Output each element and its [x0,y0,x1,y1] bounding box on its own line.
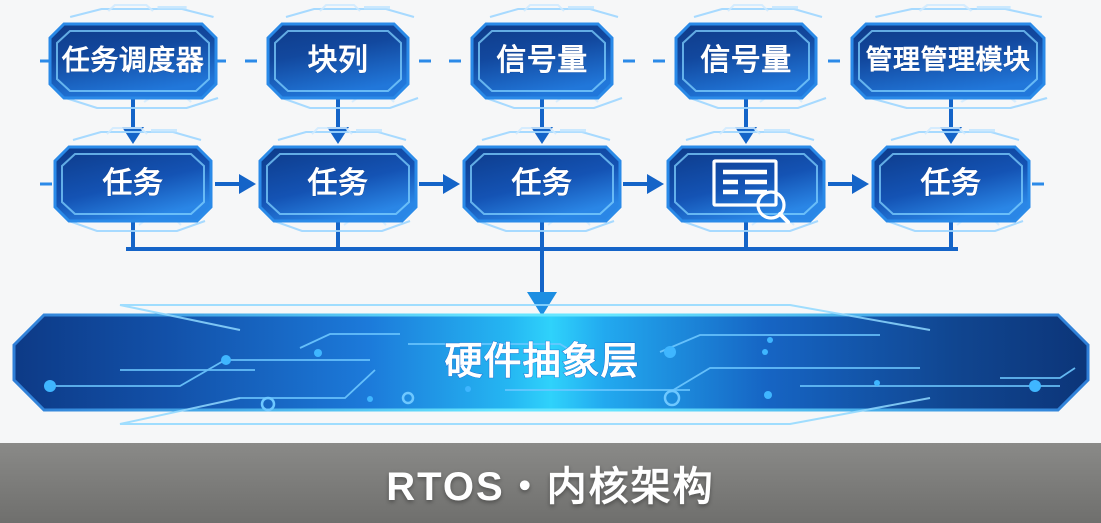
connectors [126,92,958,298]
task-row: 任务 任务 任务 [53,127,1031,232]
caption-bar: RTOS・内核架构 [0,443,1101,523]
node-task-scheduler[interactable]: 任务调度器 [48,3,220,110]
node-label: 块列 [308,44,369,77]
node-management-module[interactable]: 管理管理模块 [850,3,1049,110]
node-label: 任务 [511,167,573,200]
node-task-2[interactable]: 任务 [258,127,418,232]
node-semaphore-1[interactable]: 信号量 [470,4,623,109]
hal-circuit-traces [48,333,1076,399]
node-label: 信号量 [700,44,792,77]
node-label: 任务 [920,167,982,200]
node-label: 管理管理模块 [866,45,1031,75]
caption-text: RTOS・内核架构 [386,465,715,509]
node-label: 任务 [102,167,164,200]
hal-circuit-nodes [44,337,1041,402]
node-task-3[interactable]: 任务 [462,127,622,232]
document-search-icon [712,159,790,224]
hardware-abstraction-layer[interactable]: 硬件抽象层 [12,304,1090,425]
node-block-queue[interactable]: 块列 [266,4,419,109]
hal-circuit-rings [260,389,681,412]
node-label: 信号量 [496,44,588,77]
hal-label: 硬件抽象层 [444,341,639,383]
node-semaphore-2[interactable]: 信号量 [674,4,827,109]
node-label: 任务调度器 [61,44,205,75]
hal-frame-decoration [119,304,931,425]
node-task-1[interactable]: 任务 [53,127,213,232]
node-label: 任务 [307,167,369,200]
service-modules-row: 任务调度器 块列 信号量 信号量 [48,3,1049,110]
node-task-5[interactable]: 任务 [871,127,1031,232]
node-task-4[interactable] [666,127,826,232]
node-side-ticks [40,59,1044,186]
